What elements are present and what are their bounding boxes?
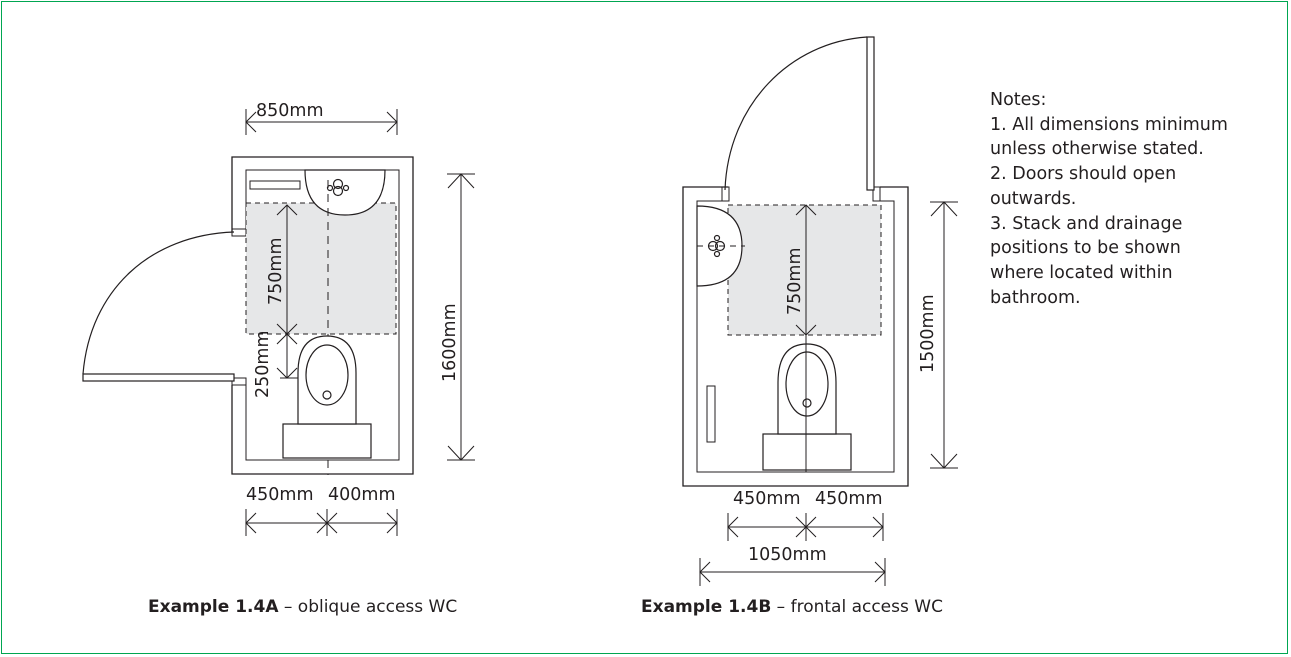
example-a-dimensions [245,109,475,536]
example-a-toilet [282,335,372,459]
caption-example-a-text: – oblique access WC [278,597,458,617]
note-item: 2. Doors should open outwards. [990,164,1177,209]
caption-example-b: Example 1.4B – frontal access WC [641,597,943,617]
example-b-dim-450-left: 450mm [733,489,801,509]
note-item: 1. All dimensions minimum unless otherwi… [990,114,1228,160]
example-b-door [724,36,875,191]
example-b-toilet [762,343,852,471]
example-a-dim-1600: 1600mm [440,303,460,382]
example-b-plan [682,186,909,487]
example-b-dimensions [699,201,958,586]
notes-block: Notes: 1. All dimensions minimum unless … [990,88,1230,310]
caption-example-a: Example 1.4A – oblique access WC [148,597,457,617]
example-a-dim-450: 450mm [246,485,314,505]
example-a-dim-750: 750mm [266,238,286,306]
example-a-basin [304,169,386,216]
example-b-clear-zone [727,204,882,336]
notes-heading: Notes: [990,90,1047,110]
example-a-door [82,231,235,382]
caption-example-b-title: Example 1.4B [641,597,772,617]
example-b-dim-1050: 1050mm [748,545,827,565]
example-a-dim-250: 250mm [253,331,273,399]
caption-example-a-title: Example 1.4A [148,597,279,617]
example-a-dim-850: 850mm [256,101,324,121]
example-a-dim-400: 400mm [328,485,396,505]
example-a-clear-zone [245,202,397,335]
example-b-dim-450-right: 450mm [815,489,883,509]
example-a-plan [231,156,414,475]
caption-example-b-text: – frontal access WC [771,597,943,617]
note-item: 3. Stack and drainage positions to be sh… [990,213,1183,308]
example-b-dim-1500: 1500mm [918,294,938,373]
example-b-dim-750: 750mm [785,248,805,316]
